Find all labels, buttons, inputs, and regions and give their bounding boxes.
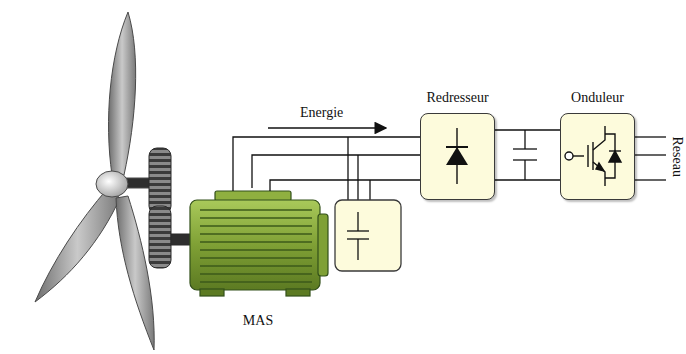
wire-connector	[495, 129, 560, 130]
converter-box: Onduleur	[560, 113, 635, 200]
grid-output-wires	[635, 137, 666, 180]
grid-label: Reseau	[669, 137, 684, 177]
diode-symbol	[421, 114, 493, 198]
turbine-rotor	[35, 12, 154, 350]
machine-label: MAS	[243, 313, 273, 328]
machine-node: MAS	[185, 188, 331, 332]
asynchronous-machine	[190, 191, 328, 296]
energy-arrow	[268, 127, 386, 129]
dc-link	[495, 130, 560, 180]
capacitor-bank	[335, 200, 401, 271]
wire-connector	[252, 155, 420, 188]
converter-heading: Redresseur	[426, 90, 488, 105]
converter-heading: Onduleur	[571, 90, 624, 105]
flow-label: Energie	[300, 105, 343, 120]
igbt-symbol	[561, 114, 633, 198]
three-phase-wires	[233, 137, 420, 200]
converter-box: Redresseur	[420, 113, 495, 200]
gearbox	[149, 148, 193, 268]
